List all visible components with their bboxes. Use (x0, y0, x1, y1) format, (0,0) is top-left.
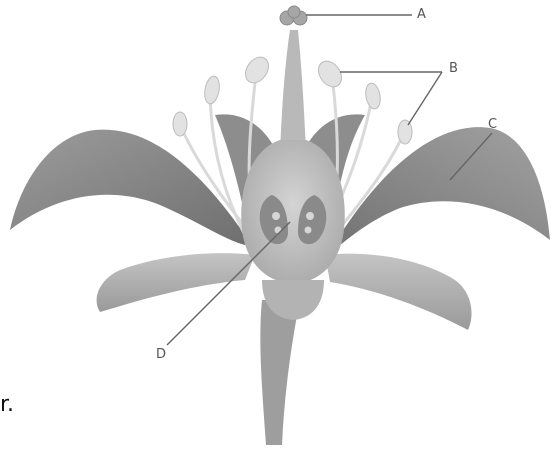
clipped-caption-text: r. (0, 394, 14, 416)
petal-left-back (10, 130, 245, 245)
label-d: D (156, 348, 166, 361)
label-a: A (417, 8, 426, 21)
petal-lower-left (97, 253, 255, 312)
stem (260, 300, 300, 445)
pistil-style (280, 30, 306, 150)
label-c: C (488, 118, 497, 131)
label-b: B (449, 62, 458, 75)
stigma (280, 6, 307, 25)
petal-lower-right (325, 254, 472, 330)
ovary (241, 140, 344, 284)
leader-line-b2 (408, 72, 442, 125)
